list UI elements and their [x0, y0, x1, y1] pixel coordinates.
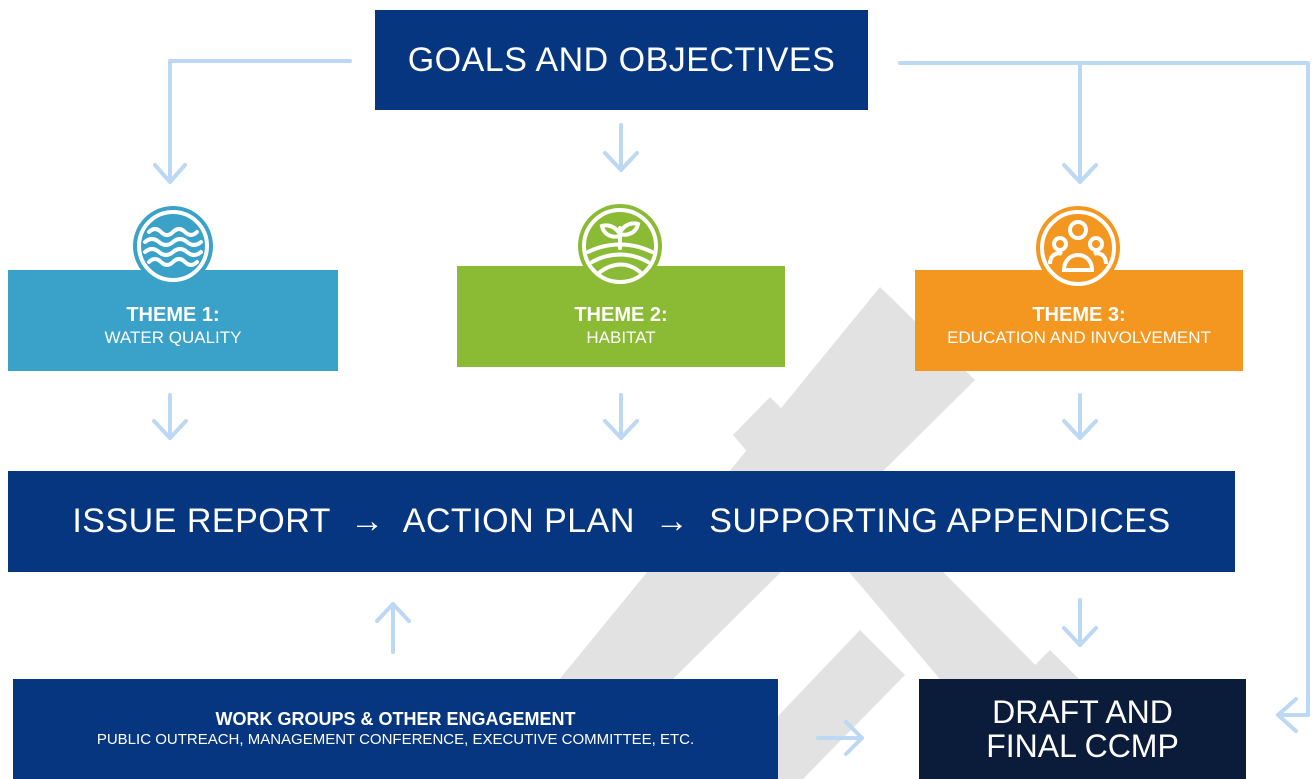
theme-3-subtitle: EDUCATION AND INVOLVEMENT	[947, 328, 1211, 347]
theme-3-box: THEME 3: EDUCATION AND INVOLVEMENT	[915, 270, 1243, 371]
work-groups-box: WORK GROUPS & OTHER ENGAGEMENT PUBLIC OU…	[13, 679, 778, 779]
arrow-down-icon	[1062, 419, 1098, 440]
arrow-down-icon	[1062, 626, 1098, 647]
arrow-down-icon	[153, 163, 187, 184]
theme-1-heading: THEME 1:	[126, 304, 220, 326]
arrow-up-icon	[375, 602, 411, 623]
goals-box: GOALS AND OBJECTIVES	[375, 10, 868, 110]
issue-report-label: ISSUE REPORT → ACTION PLAN → SUPPORTING …	[72, 502, 1171, 540]
theme-2-subtitle: HABITAT	[586, 328, 656, 347]
arrow-down-icon	[152, 419, 188, 440]
theme-2-heading: THEME 2:	[574, 304, 668, 326]
work-groups-subtitle: PUBLIC OUTREACH, MANAGEMENT CONFERENCE, …	[96, 731, 695, 748]
draft-line-2: FINAL CCMP	[986, 728, 1179, 764]
goals-label: GOALS AND OBJECTIVES	[407, 40, 836, 79]
sprout-icon	[578, 204, 662, 288]
people-icon	[1036, 206, 1120, 290]
issue-report-box: ISSUE REPORT → ACTION PLAN → SUPPORTING …	[8, 471, 1235, 572]
draft-line-1: DRAFT AND	[992, 694, 1173, 730]
theme-1-box: THEME 1: WATER QUALITY	[8, 270, 338, 371]
theme-3-heading: THEME 3:	[1032, 304, 1126, 326]
theme-1-subtitle: WATER QUALITY	[104, 328, 242, 347]
connector-goals-theme1	[168, 59, 352, 182]
arrow-down-icon	[603, 419, 639, 440]
waves-icon	[133, 206, 213, 286]
arrow-left-icon	[1276, 697, 1298, 733]
arrow-down-icon	[1062, 163, 1098, 184]
connector-goals-draft	[898, 61, 1310, 717]
arrow-right-icon	[844, 720, 864, 756]
draft-ccmp-box: DRAFT AND FINAL CCMP	[919, 679, 1246, 779]
work-groups-heading: WORK GROUPS & OTHER ENGAGEMENT	[215, 709, 576, 729]
arrow-down-icon	[603, 151, 639, 172]
